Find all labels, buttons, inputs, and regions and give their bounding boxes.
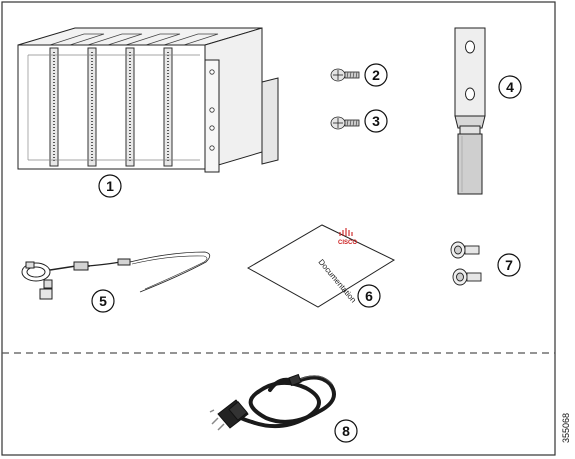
documentation-booklet: CISCO Documentation bbox=[246, 224, 396, 308]
callout-1: 1 bbox=[98, 174, 122, 198]
callout-1-label: 1 bbox=[106, 178, 114, 194]
callout-3-label: 3 bbox=[372, 113, 380, 129]
mounting-screws bbox=[450, 241, 482, 286]
figure-id: 355068 bbox=[561, 413, 571, 443]
callout-4-label: 4 bbox=[506, 79, 514, 95]
screw-small-3 bbox=[330, 116, 360, 130]
callout-6-label: 6 bbox=[365, 288, 373, 304]
callout-8: 8 bbox=[334, 419, 358, 443]
cisco-logo-icon bbox=[339, 228, 353, 236]
callout-8-label: 8 bbox=[342, 423, 350, 439]
callout-7-label: 7 bbox=[505, 257, 513, 273]
callout-4: 4 bbox=[498, 75, 522, 99]
callout-7: 7 bbox=[497, 253, 521, 277]
callout-5: 5 bbox=[91, 289, 115, 313]
screw-small-2 bbox=[330, 68, 360, 82]
callout-6: 6 bbox=[357, 284, 381, 308]
grounding-lug bbox=[454, 27, 486, 195]
callout-5-label: 5 bbox=[99, 293, 107, 309]
esd-wrist-strap bbox=[21, 251, 211, 300]
power-cord bbox=[209, 373, 336, 431]
callout-2: 2 bbox=[364, 63, 388, 87]
callout-2-label: 2 bbox=[372, 67, 380, 83]
callout-3: 3 bbox=[364, 109, 388, 133]
cisco-wordmark: CISCO bbox=[338, 240, 357, 246]
chassis-illustration bbox=[17, 27, 279, 173]
